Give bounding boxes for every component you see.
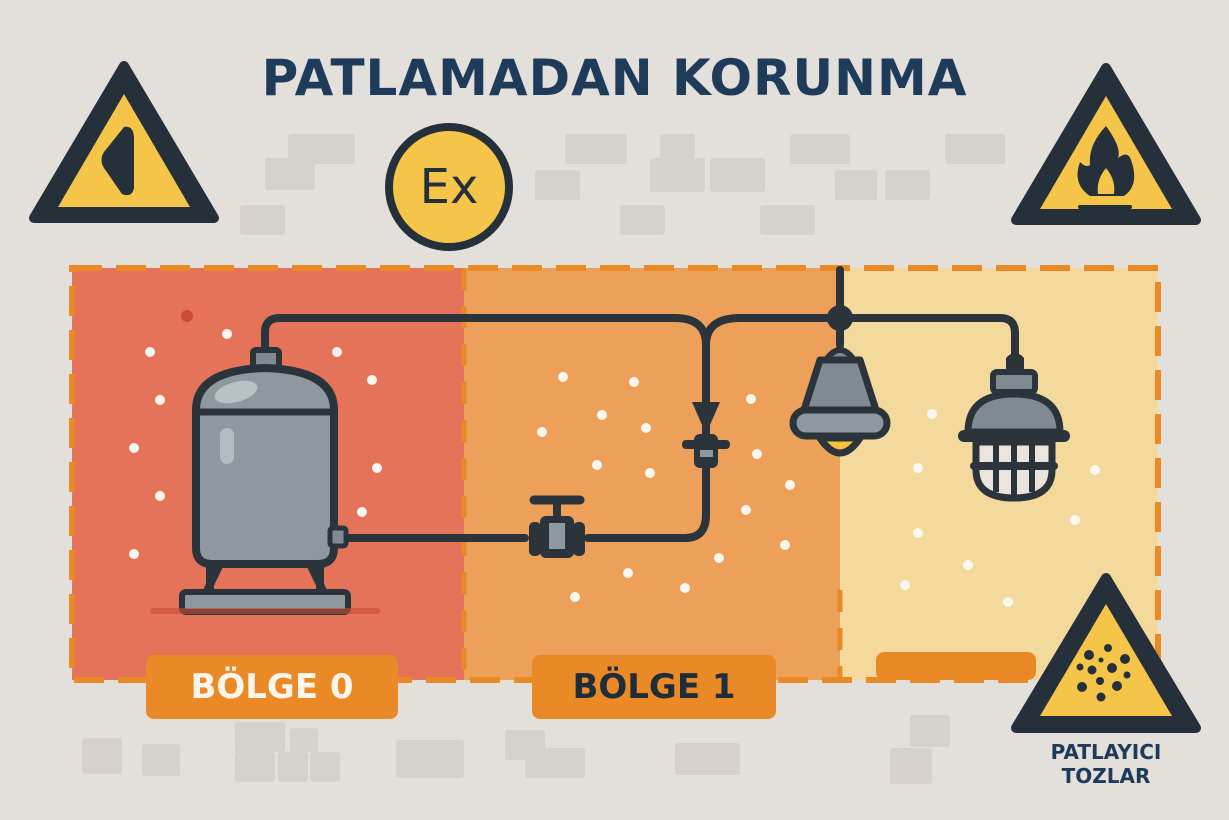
background-bricks [82, 134, 1005, 784]
caged-lamp-icon [958, 353, 1070, 502]
pipes-and-cables [261, 266, 1019, 542]
dust-sign-label-line2: TOZLAR [1061, 764, 1151, 788]
bell-lamp-icon [789, 330, 891, 457]
spark-dot [181, 310, 193, 322]
atex-ex-mark-icon [385, 123, 513, 251]
ex-mark-text: Ex [419, 159, 479, 215]
connector-icon [682, 402, 730, 468]
flame-warning-icon [1011, 63, 1201, 225]
valve-icon [529, 495, 585, 558]
zone-0-label: BÖLGE 0 [146, 655, 398, 719]
dust-particles [129, 329, 1100, 607]
dust-sign-label-line1: PATLAYICI [1050, 740, 1162, 764]
warning-triangle-icon [29, 61, 219, 223]
page-title: PATLAMADAN KORUNMA [261, 49, 968, 107]
zone-1-label: BÖLGE 1 [532, 655, 776, 719]
dust-warning-icon [1011, 573, 1201, 733]
tank-icon [150, 347, 380, 615]
